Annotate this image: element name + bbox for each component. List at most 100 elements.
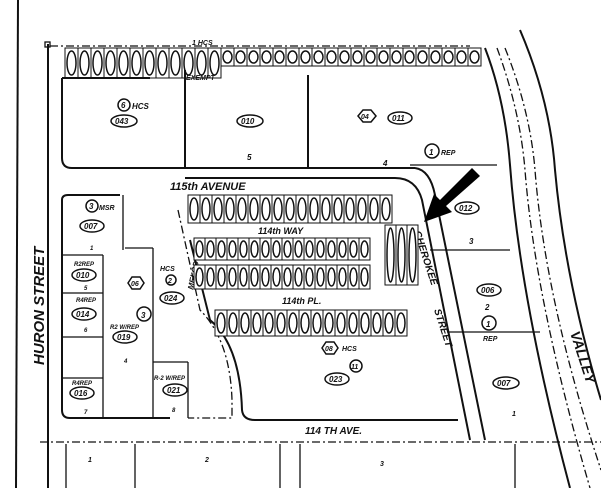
exempt-label: EXEMPT [186,75,216,82]
lot-number-oval [170,50,181,76]
lot-number-oval [349,240,358,258]
north-parcels-outline [61,78,415,169]
lot-number-oval [327,240,336,258]
lot-number-oval [261,267,270,287]
svg-text:5: 5 [247,153,252,162]
cherokee-street-label: STREET [431,308,454,350]
lot-number-oval [326,50,337,64]
lot-number-oval [297,197,307,221]
parcel-024[interactable]: HCS 2 024 [159,266,185,305]
lot-number-oval [338,240,347,258]
lot-number-oval [240,312,250,334]
lot-number-oval [324,312,334,334]
lot-number-oval [79,50,90,76]
lot-number-oval [369,197,379,221]
lot-number-oval [360,240,369,258]
parcel-010[interactable]: 010 5 [236,114,264,162]
svg-text:R-2 W/REP: R-2 W/REP [154,376,186,382]
arrow-pointer-icon [424,168,480,222]
svg-text:1: 1 [512,411,516,418]
svg-text:011: 011 [392,114,405,123]
lot-number-oval [360,312,370,334]
parcel-007-east[interactable]: 007 1 [492,376,520,418]
huron-street-west-edge [15,0,19,488]
top-code-label: 1 HCS [192,40,213,47]
lot-number-oval [443,50,454,64]
parcel-019[interactable]: 06 3 R2 W/REP 019 4 [110,276,152,365]
parcel-043[interactable]: 6 HCS 043 [110,98,150,128]
lot-number-oval [316,240,325,258]
lot-number-oval [348,312,358,334]
parcel-023[interactable]: 08 HCS 11 023 [321,341,363,386]
valley-road-edge [519,29,601,401]
114th-pl-label: 114th PL. [282,296,321,306]
svg-text:021: 021 [167,386,181,395]
svg-text:HCS: HCS [160,266,175,273]
lot-number-oval [312,312,322,334]
parcel-010-west[interactable]: R2REP 010 5 [71,262,97,292]
parcel-016[interactable]: R4REP 016 7 [69,381,95,416]
svg-text:8: 8 [172,408,176,414]
svg-text:3: 3 [469,237,474,246]
lot-number-oval [283,267,292,287]
parcel-011[interactable]: 04 011 4 [357,109,413,168]
survey-marker [44,41,51,48]
bottom-block-2: 2 [204,457,209,464]
lot-number-oval [144,50,155,76]
lot-number-oval [228,312,238,334]
lot-number-oval [225,197,235,221]
svg-text:010: 010 [76,271,90,280]
svg-text:HCS: HCS [342,346,357,353]
svg-text:1: 1 [486,320,491,329]
svg-text:023: 023 [329,375,343,384]
svg-text:R2REP: R2REP [74,262,95,268]
lot-number-oval [339,50,350,64]
lot-number-oval [294,240,303,258]
svg-text:6: 6 [84,328,88,334]
lot-number-oval [261,50,272,64]
lot-number-oval [313,50,324,64]
svg-text:5: 5 [84,286,88,292]
lot-number-oval [273,197,283,221]
lot-number-oval [237,197,247,221]
lot-number-oval [239,240,248,258]
valley-road-centerline [504,47,601,471]
lot-number-oval [157,50,168,76]
lot-number-oval [327,267,336,287]
svg-text:2: 2 [167,278,172,285]
lot-number-oval [276,312,286,334]
lot-number-oval [338,267,347,287]
melody-dr-edge [177,209,233,419]
svg-text:04: 04 [361,114,369,121]
svg-text:019: 019 [117,333,131,342]
lot-number-oval [195,267,204,287]
lot-number-oval [386,227,395,283]
svg-text:11: 11 [351,364,358,371]
114th-way-label: 114th WAY [258,226,304,236]
lot-number-oval [105,50,116,76]
parcel-014[interactable]: R4REP 014 6 [71,298,97,334]
lot-number-oval [285,197,295,221]
lot-number-oval [300,312,310,334]
parcel-006[interactable]: 006 2 1 REP [476,283,502,343]
lot-number-oval [92,50,103,76]
svg-text:007: 007 [497,379,511,388]
lot-number-oval [469,50,480,64]
lot-number-oval [287,50,298,64]
svg-text:024: 024 [164,294,178,303]
lot-number-oval [217,240,226,258]
parcel-012[interactable]: 1 REP 012 3 [424,143,480,246]
lot-number-oval [333,197,343,221]
cherokee-street-edge-outer [414,167,486,441]
lot-number-oval [305,267,314,287]
svg-text:R4REP: R4REP [72,381,93,387]
parcel-021[interactable]: R-2 W/REP 021 8 [154,376,188,414]
left-block-outline [61,200,170,419]
lot-number-oval [66,50,77,76]
bottom-block-3: 3 [380,461,384,468]
parcel-007-west[interactable]: 3 MSR 007 1 [79,199,115,252]
lot-number-oval [316,267,325,287]
lot-number-oval [456,50,467,64]
lot-number-oval [248,50,259,64]
